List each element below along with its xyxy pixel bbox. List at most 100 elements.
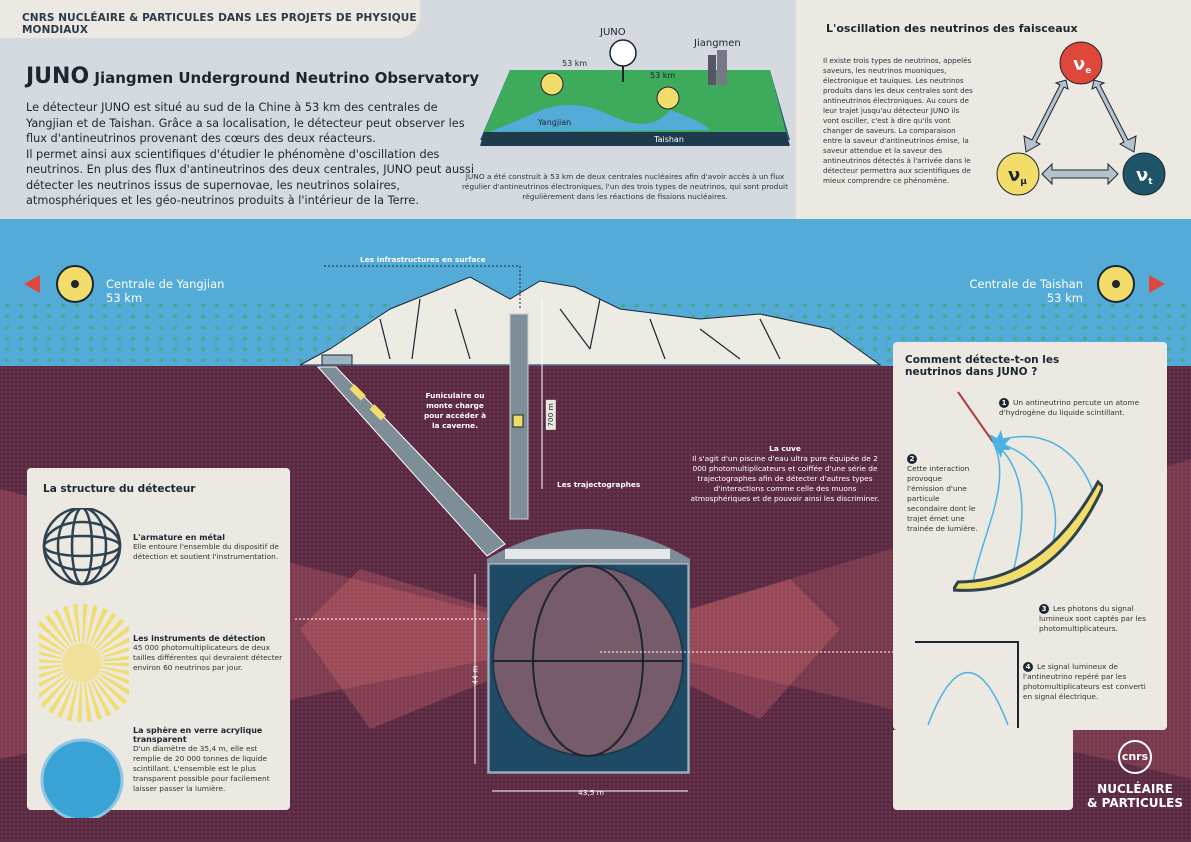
nu-mu-label: ν [1008, 165, 1020, 186]
nu-e-label: ν [1073, 54, 1085, 75]
mountains [299, 276, 882, 366]
step-number: 4 [1023, 662, 1033, 672]
location-map: JUNO Jiangmen 53 km 53 km Yangjian Taish… [480, 27, 790, 146]
inclined-tunnel [316, 366, 506, 557]
acrylic-sphere-icon [40, 738, 124, 818]
intro-p1: Le détecteur JUNO est situé au sud de la… [26, 101, 465, 145]
map-taishan: Taishan [653, 135, 684, 144]
width-label: 43,5 m [578, 788, 605, 797]
logo-line1: NUCLÉAIRE [1097, 782, 1173, 796]
lift-cage-icon [512, 414, 524, 428]
arrow-icon [1091, 79, 1137, 153]
item-heading: L'armature en métal [133, 533, 225, 542]
map-dist1: 53 km [562, 59, 587, 68]
item-text: Elle entoure l'ensemble du dispositif de… [133, 542, 279, 561]
structure-item: La sphère en verre acrylique transparent… [133, 726, 283, 794]
map-juno: JUNO [599, 27, 626, 38]
svg-text:νt: νt [1136, 165, 1153, 187]
antineutrino-track [957, 391, 994, 443]
map-jiangmen: Jiangmen [693, 38, 741, 49]
photomultiplier-wall [953, 479, 1103, 592]
nu-e-circle [1059, 41, 1103, 85]
oscillation-text: Il existe trois types de neutrinos, appe… [823, 56, 973, 185]
tank-title: La cuve [769, 444, 801, 453]
step-text: Le signal lumineux de l'antineutrino rep… [1023, 662, 1146, 701]
electric-signal-graph [915, 641, 1019, 728]
trackers-label: Les trajectographes [557, 480, 641, 489]
logo-line2: & PARTICULES [1086, 796, 1183, 810]
funicular-car-icon [349, 384, 366, 401]
plant-right-dist: 53 km [1046, 291, 1083, 305]
item-heading: La sphère en verre acrylique transparent [133, 726, 263, 744]
radiation-icon [540, 72, 564, 96]
globe-icon [609, 39, 637, 67]
title-strong: JUNO [26, 64, 90, 89]
nu-e-sub: e [1085, 66, 1091, 76]
signal-curve [927, 671, 1009, 726]
cnrs-mark: cnrs [1118, 740, 1152, 774]
item-heading: Les instruments de détection [133, 634, 266, 643]
trackers [505, 549, 670, 559]
height-label: 44 m [470, 665, 480, 685]
surface-label: Les infrastructures en surface [360, 255, 486, 264]
nu-tau-sub: t [1148, 177, 1153, 187]
map-dist2: 53 km [650, 71, 675, 80]
title-rest: Jiangmen Underground Neutrino Observator… [94, 69, 480, 87]
funicular-label: Funiculaire ou monte charge pour accéder… [423, 391, 487, 430]
water-tank [489, 564, 688, 772]
step-text: Cette interaction provoque l'émission d'… [907, 464, 978, 533]
surface-building [321, 354, 353, 366]
step-number: 2 [907, 454, 917, 464]
step-text: Un antineutrino percute un atome d'hydro… [999, 398, 1140, 417]
step-number: 1 [999, 398, 1009, 408]
city-icon [708, 55, 716, 85]
intro-p2: Il permet ainsi aux scientifiques d'étud… [26, 147, 475, 208]
cnrs-logo: cnrs NUCLÉAIRE & PARTICULES [1085, 740, 1185, 810]
item-text: D'un diamètre de 35,4 m, elle est rempli… [133, 744, 270, 793]
right-arrow-icon [1149, 275, 1165, 293]
plant-right-name: Centrale de Taishan [969, 277, 1083, 291]
map-yangjian: Yangjian [537, 118, 571, 127]
tank-text: Il s'agit d'un piscine d'eau ultra pure … [690, 454, 880, 503]
nu-tau-circle [1122, 152, 1166, 196]
nu-tau-label: ν [1136, 165, 1148, 186]
nu-mu-circle [996, 152, 1040, 196]
flavor-triangle: νe νμ νt [996, 41, 1166, 196]
plant-left-dist: 53 km [106, 291, 143, 305]
svg-text:νμ: νμ [1008, 165, 1027, 187]
step-number: 3 [1039, 604, 1049, 614]
step-text: Les photons du signal lumineux sont capt… [1039, 604, 1146, 633]
intro-text: Le détecteur JUNO est situé au sud de la… [26, 100, 486, 209]
photomultiplier-dots-icon [39, 604, 129, 722]
arrow-icon [1041, 162, 1119, 186]
svg-text:νe: νe [1073, 54, 1091, 76]
page-title: JUNO Jiangmen Underground Neutrino Obser… [26, 64, 479, 89]
structure-card: La structure du détecteur L'armature en … [27, 468, 290, 818]
plant-left-name: Centrale de Yangjian [106, 277, 225, 291]
light-trail [972, 436, 1094, 583]
depth-label: 700 m [545, 400, 556, 430]
structure-title: La structure du détecteur [43, 483, 196, 495]
metal-frame-icon [42, 508, 122, 586]
detection-title: Comment détecte-t-on les neutrinos dans … [905, 354, 1060, 378]
oscillation-title: L'oscillation des neutrinos des faisceau… [826, 22, 1078, 35]
header-tab: CNRS NUCLÉAIRE & PARTICULES DANS LES PRO… [0, 0, 420, 38]
nu-mu-sub: μ [1020, 177, 1027, 187]
map-water [490, 105, 710, 132]
arrow-icon [1023, 79, 1069, 153]
item-text: 45 000 photomultiplicateurs de deux tail… [133, 643, 283, 672]
detection-card-extension [893, 730, 1073, 810]
map-caption: JUNO a été construit à 53 km de deux cen… [462, 172, 788, 201]
detection-card: Comment détecte-t-on les neutrinos dans … [893, 342, 1167, 730]
left-arrow-icon [24, 275, 40, 293]
radiation-icon [656, 86, 680, 110]
